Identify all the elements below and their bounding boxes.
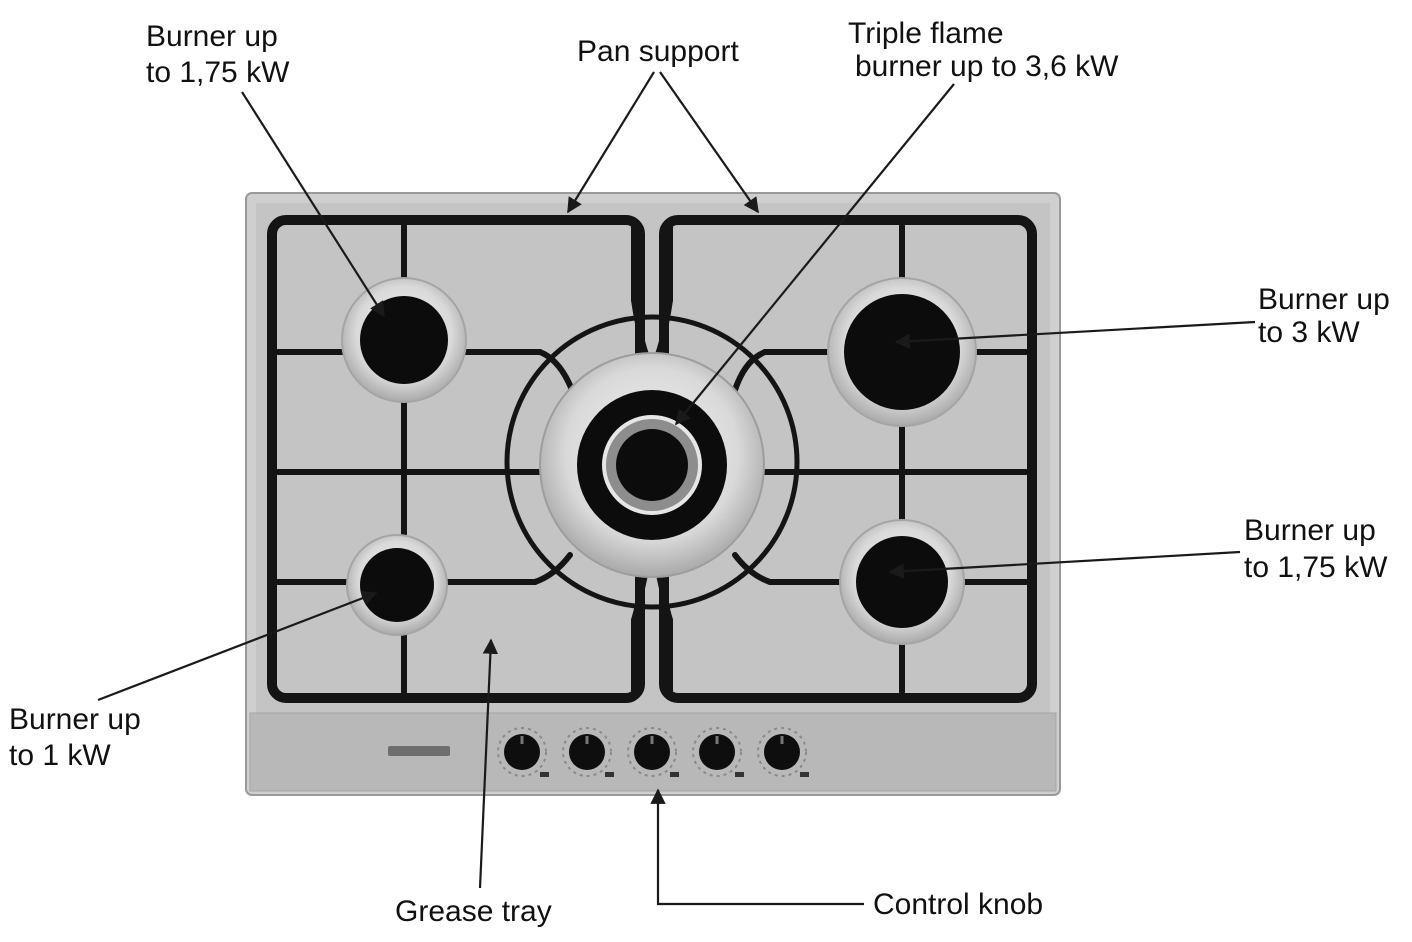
burners <box>341 277 977 645</box>
control-knob[interactable] <box>562 727 614 777</box>
control-knobs <box>497 727 809 777</box>
labels: Burner up to 1,75 kW Pan support Triple … <box>9 17 1398 928</box>
control-knob[interactable] <box>757 727 809 777</box>
control-knob[interactable] <box>692 727 744 777</box>
leader-lines <box>97 71 1256 906</box>
leader-pan-support-left <box>567 71 655 214</box>
burner-bottom-left <box>346 534 448 636</box>
wok-ring <box>504 314 800 610</box>
label-burner-right-bottom: Burner up to 1,75 kW <box>1244 514 1388 584</box>
brand-logo <box>388 746 450 756</box>
leader-burner-bottom-left <box>97 590 378 702</box>
control-knob[interactable] <box>497 727 549 777</box>
label-grease-tray: Grease tray <box>395 895 552 928</box>
burner-right-top <box>827 277 977 427</box>
leader-triple-flame <box>675 83 955 426</box>
burner-right-bottom <box>839 519 965 645</box>
leader-burner-top-left <box>241 91 385 318</box>
leader-grease-tray <box>478 638 499 889</box>
leader-pan-support-right <box>659 71 759 214</box>
leader-control-knob <box>650 788 864 906</box>
label-burner-bottom-left: Burner up to 1 kW <box>9 703 149 772</box>
label-burner-right-top: Burner up to 3 kW <box>1258 283 1398 349</box>
control-knob[interactable] <box>627 727 679 777</box>
label-triple-flame: Triple flame burner up to 3,6 kW <box>848 17 1119 83</box>
label-pan-support: Pan support <box>577 35 739 68</box>
leader-burner-right-bottom <box>888 550 1241 579</box>
label-control-knob: Control knob <box>873 888 1043 921</box>
label-burner-top-left: Burner up to 1,75 kW <box>146 20 290 89</box>
leader-burner-right-top <box>894 320 1256 349</box>
burner-triple-flame <box>539 352 765 578</box>
burner-top-left <box>341 277 467 403</box>
